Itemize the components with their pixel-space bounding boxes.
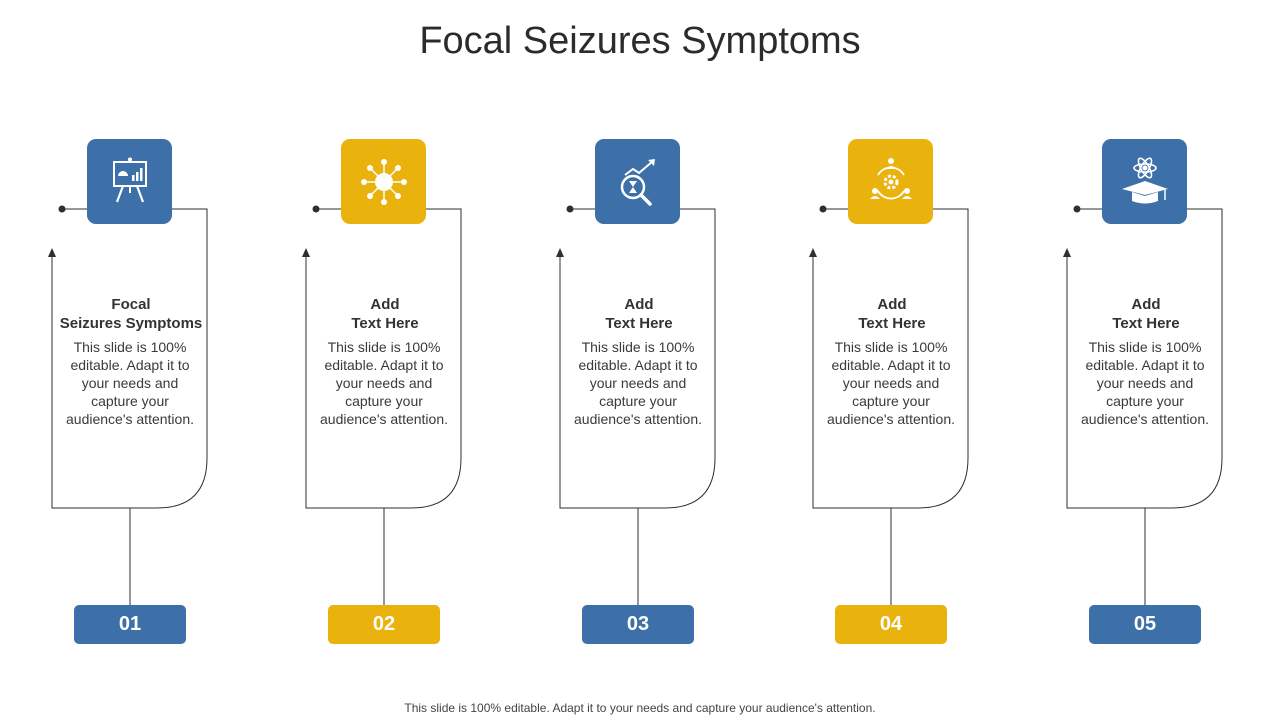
graduation-cap-science-icon <box>1121 156 1168 203</box>
icon-tile <box>848 139 933 224</box>
step-number-badge: 03 <box>582 605 694 644</box>
icon-tile <box>595 139 680 224</box>
step-connector-lines <box>302 205 462 605</box>
step-description: This slide is 100% editable. Adapt it to… <box>66 339 194 427</box>
step-number-badge: 02 <box>328 605 440 644</box>
step-number-badge: 01 <box>74 605 186 644</box>
presentation-board-icon <box>112 157 147 202</box>
step-description: This slide is 100% editable. Adapt it to… <box>1081 339 1209 427</box>
icon-tile <box>87 139 172 224</box>
step-number-badge: 05 <box>1089 605 1201 644</box>
icon-tile <box>1102 139 1187 224</box>
step-description: This slide is 100% editable. Adapt it to… <box>574 339 702 427</box>
step-connector-lines <box>556 205 716 605</box>
step-description: This slide is 100% editable. Adapt it to… <box>320 339 448 427</box>
page-title: Focal Seizures Symptoms <box>419 20 861 62</box>
footer-note: This slide is 100% editable. Adapt it to… <box>404 701 876 715</box>
step-description: This slide is 100% editable. Adapt it to… <box>827 339 955 427</box>
step-number-badge: 04 <box>835 605 947 644</box>
step-connector-lines <box>809 205 969 605</box>
step-connector-lines <box>1063 205 1223 605</box>
magnifier-hourglass-growth-icon <box>620 158 655 206</box>
step-connector-lines <box>48 205 208 605</box>
global-network-icon <box>360 158 407 205</box>
icon-tile <box>341 139 426 224</box>
team-settings-cycle-icon <box>869 157 912 199</box>
